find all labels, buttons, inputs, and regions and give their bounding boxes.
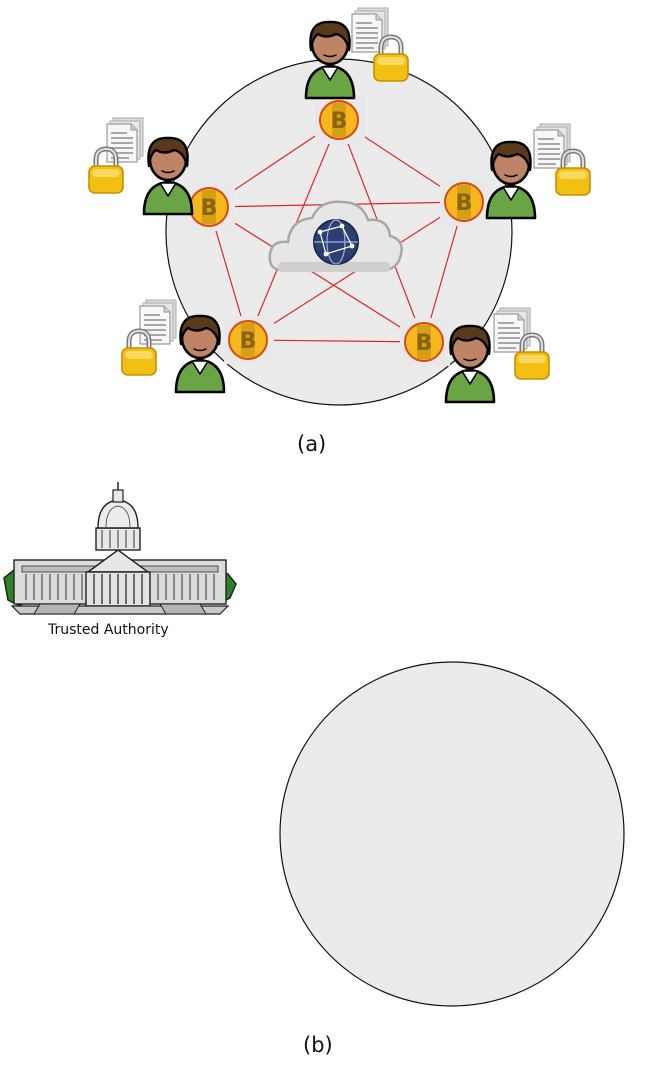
document-icon: [139, 299, 177, 345]
panel-a: [89, 7, 590, 406]
cloud-network-icon: [268, 200, 403, 272]
bitcoin-icon: [223, 315, 275, 365]
network-circle-b: [279, 661, 625, 1007]
padlock-icon: [89, 149, 123, 193]
capitol-building-icon: [3, 482, 237, 615]
panel-b-label: (b): [303, 1033, 333, 1057]
bitcoin-icon: [399, 317, 451, 367]
padlock-icon: [122, 331, 156, 375]
bitcoin-icon: [439, 177, 491, 227]
trusted-authority-label: Trusted Authority: [48, 622, 169, 638]
panel-a-label: (a): [297, 432, 327, 456]
document-icon: [106, 117, 144, 163]
bitcoin-icon: [314, 95, 366, 145]
padlock-icon: [515, 335, 549, 379]
user-icon: [444, 324, 496, 404]
panel-b: [3, 482, 625, 1007]
padlock-icon: [556, 151, 590, 195]
padlock-icon: [374, 37, 408, 81]
document-icon: [493, 307, 531, 353]
